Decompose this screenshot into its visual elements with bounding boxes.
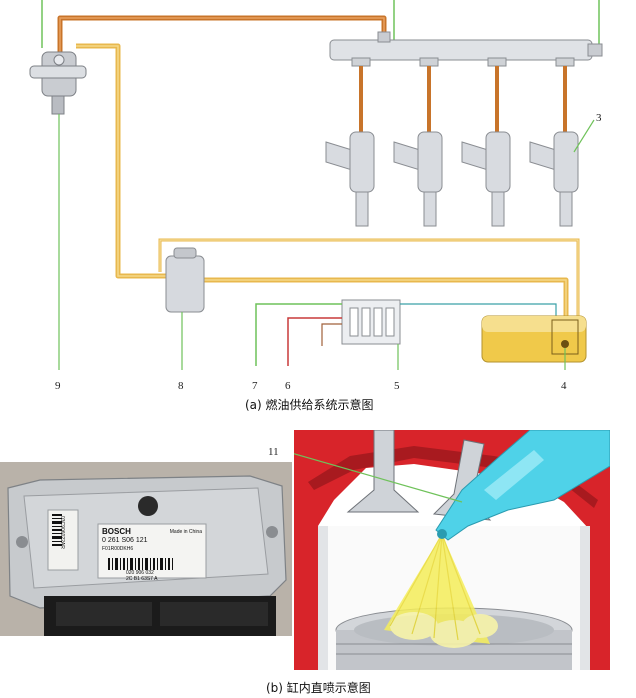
injector-feed-pipes (359, 66, 567, 132)
ecu-label-footer: 020 906 032 2C B1 63S7 A (126, 570, 157, 582)
callout-label-6: 6 (285, 380, 291, 392)
ecu-code-a: F01R00DKH6 (102, 546, 134, 552)
ecu-part-number: 0 261 S06 121 (102, 537, 148, 544)
injector-1 (325, 131, 375, 227)
ecu-brand: BOSCH (102, 527, 131, 536)
fuel-rail (329, 31, 603, 67)
ecu-vertical-code: 03C906022AR (59, 516, 65, 549)
callout-leader-11 (294, 453, 463, 503)
intake-valve (346, 430, 420, 513)
callout-label-11: 11 (268, 446, 279, 458)
fuel-supply-system-diagram (29, 0, 603, 370)
ecu-photo (0, 462, 292, 636)
injector-4 (529, 131, 579, 227)
caption-fuel-supply-system: (a) 燃油供给系统示意图 (245, 398, 374, 412)
injector-2 (393, 131, 443, 227)
fuel-injectors (325, 131, 579, 227)
pump-wire-teal (400, 303, 557, 316)
ecu-code-b: 020 906 032 (126, 570, 154, 576)
ecu-label-text: BOSCH Made in China 0 261 S06 121 F01R00… (102, 528, 202, 553)
injector-3 (461, 131, 511, 227)
callout-label-9: 9 (55, 380, 61, 392)
ecu-vertical-sticker (47, 509, 79, 571)
low-pressure-fuel-line-1 (76, 43, 172, 279)
fuel-spray (384, 533, 498, 648)
fuel-filter (165, 247, 205, 313)
callout-label-8: 8 (178, 380, 184, 392)
signal-wire-green (255, 303, 342, 366)
ecu-origin: Made in China (169, 529, 202, 535)
fuel-pump-control-module (341, 299, 401, 345)
direct-injection-cutaway (294, 430, 610, 670)
direct-injector (435, 430, 610, 541)
signal-wire-red (287, 317, 342, 366)
ecu-barcode (108, 558, 173, 570)
callout-label-7: 7 (252, 380, 258, 392)
callout-label-3: 3 (596, 112, 602, 124)
fuel-tank (481, 315, 587, 363)
ecu-pressure-vent (138, 496, 158, 516)
high-pressure-pump (29, 51, 87, 115)
callout-label-4: 4 (561, 380, 567, 392)
exhaust-valve (432, 439, 492, 521)
ecu-code-c: 2C B1 63S7 A (126, 576, 158, 582)
caption-direct-injection: (b) 缸内直喷示意图 (266, 681, 371, 695)
callout-label-5: 5 (394, 380, 400, 392)
callout-leaders (58, 114, 595, 370)
signal-wire-brown (321, 323, 342, 346)
